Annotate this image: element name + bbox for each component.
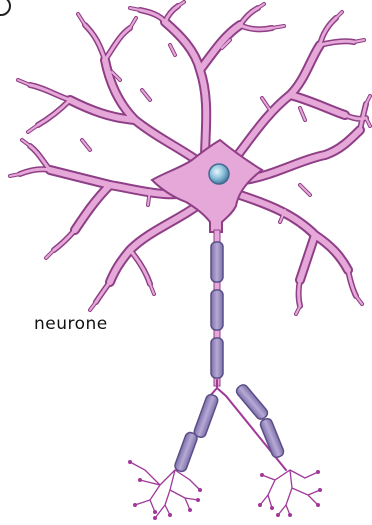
neurone-label: neurone: [34, 314, 108, 334]
axon-branches: [174, 380, 286, 473]
myelin-sheath: [259, 417, 285, 459]
myelin-sheath: [235, 383, 270, 421]
axon: [211, 230, 223, 386]
myelin-sheath: [211, 242, 223, 282]
axon-terminals-right: [258, 470, 322, 517]
myelin-sheath: [211, 338, 223, 378]
myelin-sheath: [211, 290, 223, 330]
myelin-sheath: [174, 431, 199, 473]
nucleus: [209, 164, 229, 184]
myelin-sheath: [193, 393, 219, 438]
dendrite-fill: [10, 2, 370, 314]
dendrites: [10, 2, 370, 314]
axon-terminals-left: [128, 460, 202, 520]
